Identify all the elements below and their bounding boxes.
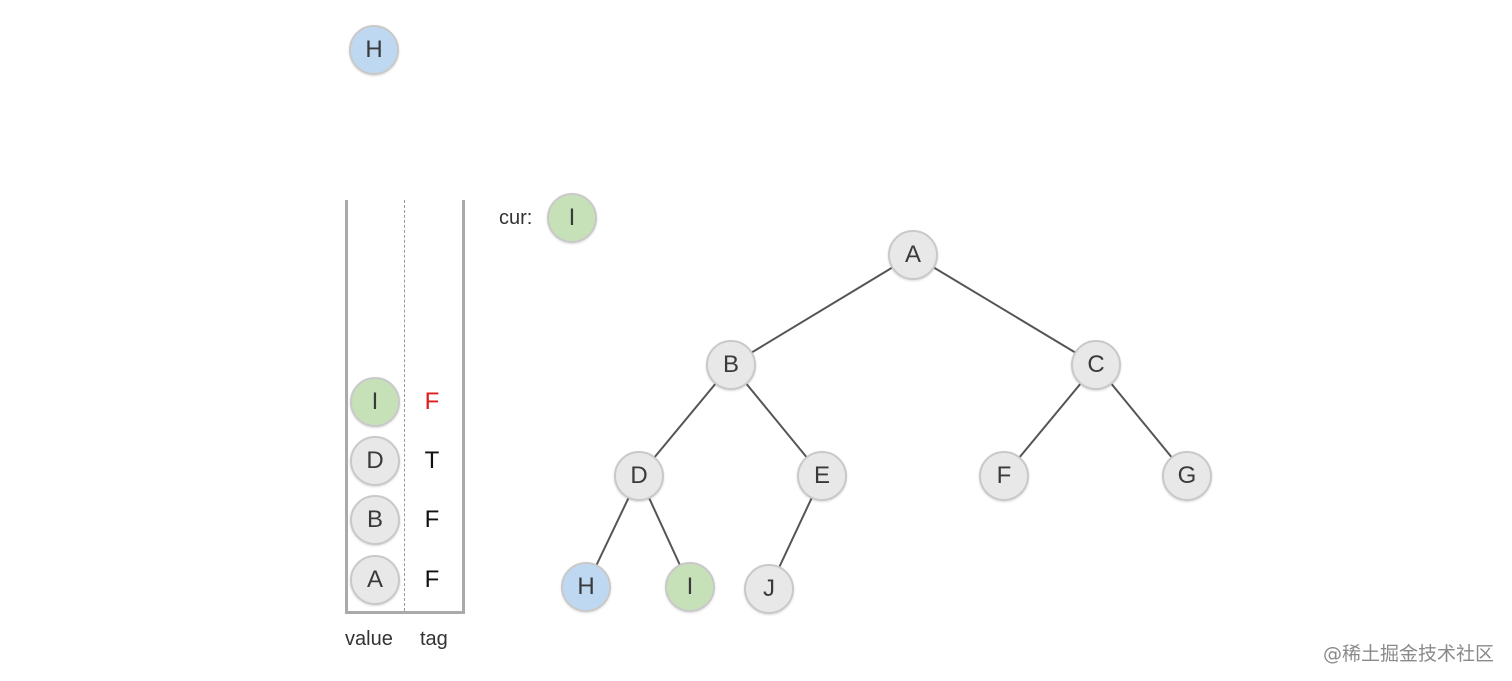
- tree-node-h: H: [561, 562, 611, 612]
- stack-entry-tag-2: F: [424, 506, 440, 533]
- stack-value-column-label: value: [345, 628, 393, 650]
- tree-node-e: E: [797, 451, 847, 501]
- stack-entry-value-b: B: [350, 495, 400, 545]
- stack-entry-value-label: B: [366, 506, 383, 533]
- tree-node-d: D: [614, 451, 664, 501]
- watermark: @稀土掘金技术社区: [1322, 643, 1494, 665]
- stack-entry-tag-1: T: [424, 447, 440, 474]
- tree-node-label: I: [686, 573, 694, 600]
- stack-entry-value-a: A: [350, 555, 400, 605]
- tree-node-c: C: [1071, 340, 1121, 390]
- tree-node-label: E: [813, 462, 830, 489]
- tree-node-g: G: [1162, 451, 1212, 501]
- tree-node-label: A: [904, 241, 921, 268]
- tree-edge-a-c: [912, 254, 1097, 366]
- cur-label: cur:: [499, 207, 533, 229]
- stack-entry-tag-0: F: [424, 388, 440, 415]
- stack-floor: [345, 611, 465, 614]
- stack-entry-value-label: A: [366, 566, 383, 593]
- stack-wall-left: [345, 200, 348, 614]
- tree-node-b: B: [706, 340, 756, 390]
- cur-node-label: I: [568, 204, 576, 231]
- stack-entry-tag-3: F: [424, 566, 440, 593]
- tree-node-i: I: [665, 562, 715, 612]
- popped-node-label: H: [365, 36, 383, 63]
- tree-node-j: J: [744, 564, 794, 614]
- tree-node-label: C: [1087, 351, 1105, 378]
- tree-edge-a-b: [730, 254, 914, 366]
- tree-node-label: D: [630, 462, 648, 489]
- tree-node-label: H: [577, 573, 595, 600]
- stack-column-divider: [404, 200, 405, 611]
- tree-node-f: F: [979, 451, 1029, 501]
- tree-node-label: J: [763, 575, 775, 602]
- tree-node-label: F: [996, 462, 1012, 489]
- tree-node-label: G: [1177, 462, 1197, 489]
- tree-node-label: B: [722, 351, 739, 378]
- popped-node-h: H: [349, 25, 399, 75]
- stack-entry-value-label: D: [366, 447, 384, 474]
- cur-node: I: [547, 193, 597, 243]
- stack-entry-value-d: D: [350, 436, 400, 486]
- stack-entry-value-label: I: [371, 388, 379, 415]
- stack-tag-column-label: tag: [420, 628, 448, 650]
- stack-entry-value-i: I: [350, 377, 400, 427]
- stack-wall-right: [462, 200, 465, 614]
- tree-node-a: A: [888, 230, 938, 280]
